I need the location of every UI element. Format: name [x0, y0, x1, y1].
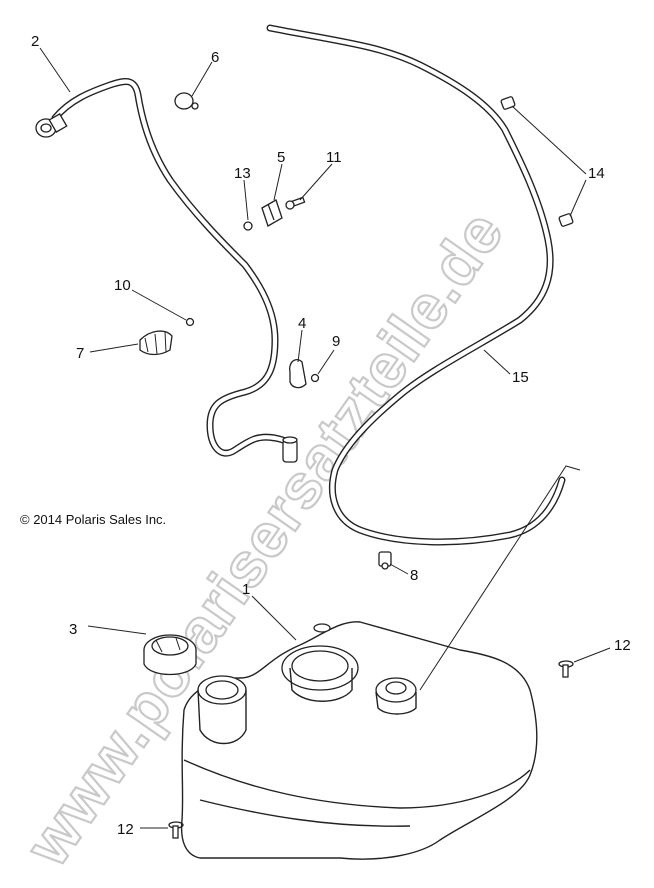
part-2-vent-hose [35, 77, 298, 463]
callout-12-lower: 12 [117, 821, 134, 838]
leader-lines [39, 47, 611, 829]
part-4-clamp [289, 358, 307, 389]
callout-7: 7 [76, 345, 84, 362]
callout-5: 5 [277, 149, 285, 166]
part-11-bolt [285, 196, 306, 210]
callout-9: 9 [332, 333, 340, 350]
callout-labels: 2 6 13 5 11 10 7 4 9 14 15 8 1 3 12 12 [31, 33, 631, 838]
callout-10: 10 [114, 277, 131, 294]
part-6-clip [174, 92, 199, 110]
callout-4: 4 [298, 315, 306, 332]
callout-8: 8 [410, 567, 418, 584]
part-8-fitting [378, 551, 392, 570]
part-15-hose [266, 24, 566, 546]
part-9-screw [310, 373, 320, 383]
part-10-nut [185, 317, 195, 327]
callout-11: 11 [326, 149, 342, 166]
part-3-fuel-cap [143, 634, 197, 676]
callout-2: 2 [31, 33, 39, 50]
hose-2-connector [35, 113, 68, 138]
copyright-notice: © 2014 Polaris Sales Inc. [20, 512, 166, 527]
callout-6: 6 [211, 49, 219, 66]
part-12-bolt-lower [168, 821, 184, 839]
part-7-holder [139, 330, 173, 356]
part-1-fuel-tank [180, 465, 581, 860]
part-12-bolt-upper [558, 660, 574, 678]
callout-14: 14 [588, 165, 605, 182]
callout-13: 13 [234, 165, 251, 182]
callout-1: 1 [242, 581, 250, 598]
part-13-nut [243, 221, 253, 231]
hose-2-fitting [282, 436, 298, 463]
part-14-fittings [500, 96, 574, 227]
part-5-bracket [261, 199, 283, 227]
callout-12-upper: 12 [614, 637, 631, 654]
callout-15: 15 [512, 369, 529, 386]
callout-3: 3 [69, 621, 77, 638]
